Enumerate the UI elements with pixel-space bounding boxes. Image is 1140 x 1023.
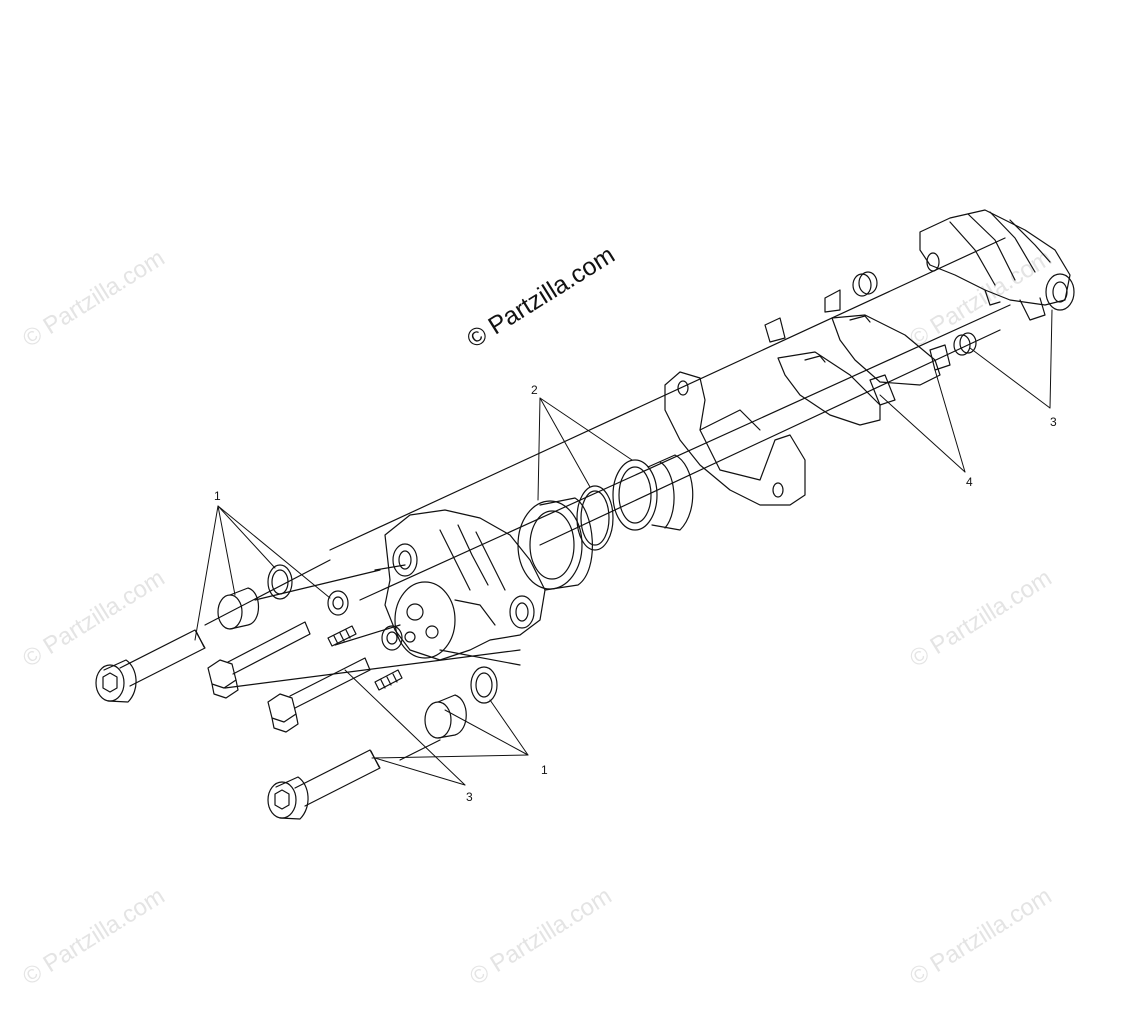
bracket-bushings: [852, 271, 977, 356]
sleeve: [424, 694, 467, 739]
callout-3: 3: [466, 790, 473, 804]
caliper-bracket: [919, 209, 1075, 321]
washer: [327, 590, 349, 616]
bleeder-screw: [374, 669, 403, 691]
caliper-body: [384, 509, 546, 661]
callout-2: 2: [531, 383, 538, 397]
callout-1: 1: [214, 489, 221, 503]
socket-cap-bolt: [267, 749, 381, 820]
o-ring: [267, 564, 293, 600]
callout-1: 1: [541, 763, 548, 777]
socket-cap-bolt: [95, 629, 206, 703]
sleeve: [217, 587, 260, 630]
o-ring: [470, 666, 498, 704]
hex-bolt: [207, 621, 311, 699]
seal-ring: [576, 485, 614, 551]
axis-lines: [204, 237, 1011, 761]
mounting-plate: [664, 371, 806, 506]
washer: [381, 625, 403, 651]
piston: [612, 454, 694, 531]
leader-lines: [194, 309, 1053, 786]
brake-pad-front: [764, 317, 896, 426]
brake-pad-rear: [824, 289, 951, 386]
callout-4: 4: [966, 475, 973, 489]
hex-bolt: [267, 657, 371, 733]
callout-3: 3: [1050, 415, 1057, 429]
bleeder-screw: [327, 625, 357, 647]
